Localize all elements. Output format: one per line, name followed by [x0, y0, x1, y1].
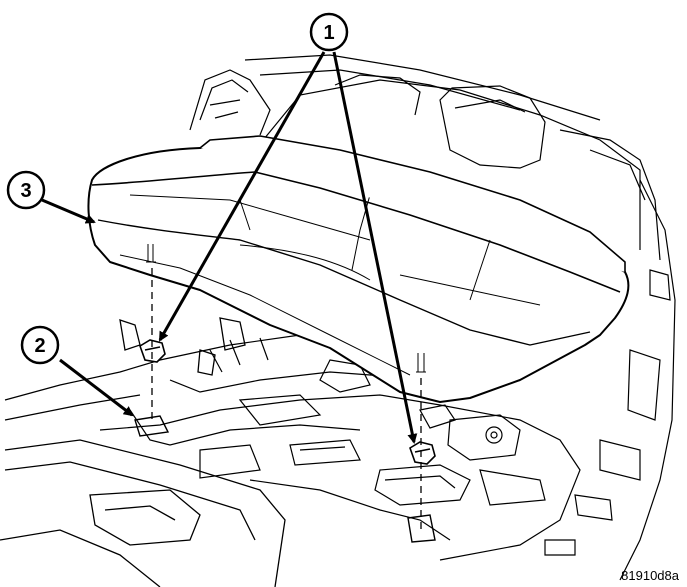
leader-3	[41, 198, 96, 224]
leader-1-right	[332, 51, 418, 444]
leader-2	[59, 358, 134, 417]
leader-1-left	[158, 51, 326, 342]
alignment-lines	[151, 268, 422, 530]
seat-cushion	[87, 135, 630, 403]
callout-2: 2	[20, 325, 60, 365]
floor-striker-right	[407, 514, 436, 543]
front-seat-structure	[0, 317, 286, 587]
cabin-background	[189, 54, 676, 581]
retainer-left	[139, 339, 166, 363]
retainer-right	[409, 441, 436, 465]
floor-striker-left	[134, 415, 170, 437]
figure-id: 81910d8a	[621, 568, 679, 583]
callout-1: 1	[309, 12, 349, 52]
callout-2-label: 2	[34, 335, 45, 357]
leader-arrows	[41, 51, 418, 444]
callout-3: 3	[6, 170, 46, 210]
callout-1-label: 1	[323, 22, 334, 44]
callout-3-label: 3	[20, 180, 31, 202]
